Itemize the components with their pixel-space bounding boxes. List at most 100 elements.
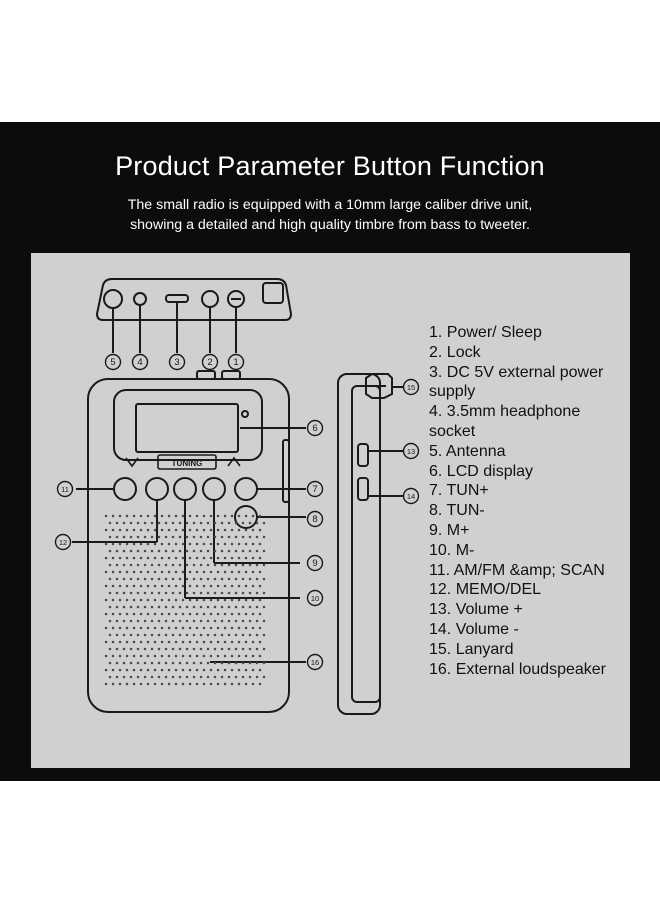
speaker-hole [185,535,189,539]
speaker-hole [118,654,122,658]
speaker-hole [136,563,140,567]
speaker-hole [262,521,266,525]
speaker-hole [251,626,255,630]
speaker-hole [118,542,122,546]
speaker-hole [244,556,248,560]
speaker-hole [139,584,143,588]
speaker-hole [234,577,238,581]
speaker-hole [118,584,122,588]
speaker-hole [202,654,206,658]
speaker-hole [202,612,206,616]
speaker-hole [188,682,192,686]
speaker-hole [115,563,119,567]
speaker-hole [237,514,241,518]
speaker-hole [202,584,206,588]
speaker-hole [167,654,171,658]
speaker-hole [192,633,196,637]
speaker-hole [241,675,245,679]
speaker-hole [258,598,262,602]
speaker-hole [230,640,234,644]
speaker-hole [122,605,126,609]
speaker-hole [227,549,231,553]
callout-circle [131,353,149,371]
callout-circle [402,442,420,460]
speaker-hole [230,514,234,518]
speaker-hole [209,654,213,658]
speaker-hole [213,605,217,609]
speaker-hole [167,542,171,546]
speaker-hole [160,528,164,532]
speaker-hole [244,570,248,574]
speaker-hole [146,556,150,560]
speaker-hole [220,549,224,553]
speaker-hole [227,675,231,679]
speaker-hole [143,661,147,665]
speaker-hole [164,619,168,623]
speaker-hole [209,626,213,630]
speaker-hole [111,598,115,602]
speaker-hole [104,584,108,588]
callout-number: 8 [312,514,317,525]
speaker-hole [223,514,227,518]
speaker-hole [237,570,241,574]
speaker-hole [125,528,129,532]
legend-item: 1. Power/ Sleep [429,324,542,341]
speaker-hole [195,612,199,616]
speaker-hole [150,563,154,567]
speaker-hole [160,556,164,560]
speaker-hole [216,640,220,644]
speaker-hole [157,661,161,665]
speaker-hole [258,584,262,588]
speaker-hole [118,528,122,532]
speaker-hole [216,598,220,602]
speaker-hole [146,682,150,686]
speaker-hole [139,542,143,546]
speaker-hole [111,584,115,588]
speaker-hole [181,626,185,630]
speaker-hole [143,633,147,637]
speaker-hole [174,626,178,630]
speaker-hole [167,514,171,518]
speaker-hole [223,556,227,560]
speaker-hole [213,675,217,679]
speaker-hole [199,675,203,679]
callout-circle [306,480,324,498]
speaker-hole [111,612,115,616]
speaker-hole [185,633,189,637]
speaker-hole [244,598,248,602]
speaker-hole [111,682,115,686]
speaker-hole [132,584,136,588]
speaker-hole [237,640,241,644]
speaker-hole [111,570,115,574]
speaker-hole [237,542,241,546]
speaker-hole [171,675,175,679]
legend-item: 14. Volume - [429,620,519,638]
speaker-hole [178,535,182,539]
speaker-hole [258,570,262,574]
callout-10: 10 [306,589,324,607]
speaker-hole [174,570,178,574]
speaker-hole [234,563,238,567]
speaker-hole [199,521,203,525]
speaker-hole [251,682,255,686]
speaker-hole [122,675,126,679]
speaker-hole [146,654,150,658]
speaker-hole [146,612,150,616]
speaker-hole [227,577,231,581]
speaker-hole [209,668,213,672]
speaker-hole [139,668,143,672]
speaker-hole [139,514,143,518]
speaker-hole [150,591,154,595]
speaker-hole [230,584,234,588]
speaker-hole [160,584,164,588]
callout-14: 14 [402,487,420,505]
speaker-hole [206,605,210,609]
speaker-hole [206,619,210,623]
speaker-hole [251,612,255,616]
speaker-hole [206,675,210,679]
speaker-hole [171,647,175,651]
speaker-hole [244,626,248,630]
subtitle-line-2: showing a detailed and high quality timb… [130,217,530,233]
speaker-hole [223,612,227,616]
speaker-hole [244,668,248,672]
